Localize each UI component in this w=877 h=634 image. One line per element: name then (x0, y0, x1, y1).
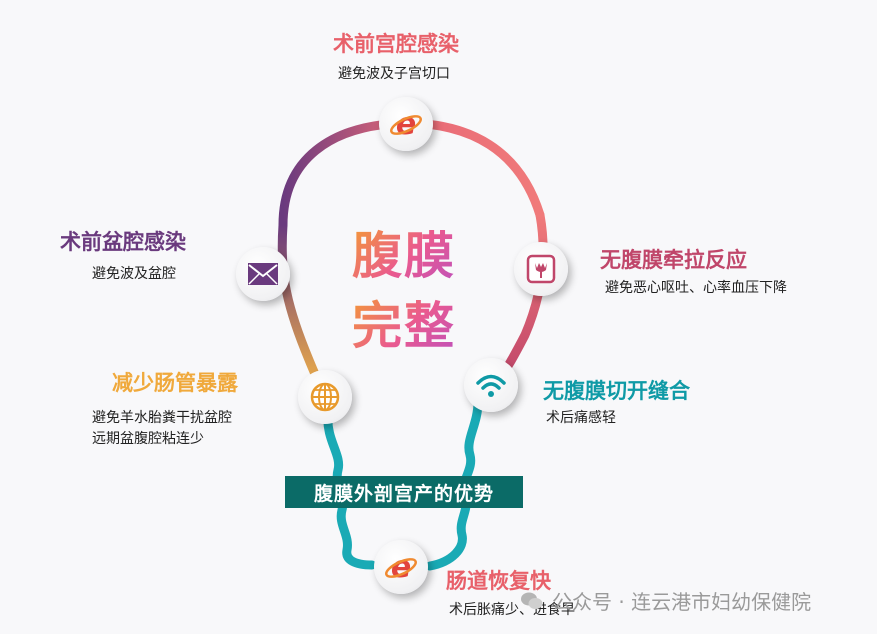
globe-icon (310, 382, 340, 412)
node-right-upper (514, 242, 568, 296)
browser-e-icon: e (385, 550, 417, 584)
item-5-subtitle-line1: 避免羊水胎粪干扰盆腔 (92, 410, 232, 426)
center-title-line1: 腹膜 (344, 216, 464, 288)
center-title-line2: 完整 (344, 286, 464, 358)
node-left-upper (236, 247, 290, 301)
item-2-subtitle: 避免恶心呕吐、心率血压下降 (605, 280, 787, 296)
watermark: 公众号 · 连云港市妇幼保健院 (520, 586, 811, 615)
item-5-subtitle-line2: 远期盆腹腔粘连少 (92, 431, 204, 447)
item-1-subtitle: 避免波及子宫切口 (338, 66, 450, 82)
node-bottom: e (374, 540, 428, 594)
envelope-icon (248, 263, 278, 285)
node-top: e (379, 97, 433, 151)
item-4-subtitle: 术后胀痛少、进食早 (449, 602, 575, 618)
svg-text:e: e (396, 107, 416, 141)
tulip-icon (526, 254, 556, 284)
item-3-title: 无腹膜切开缝合 (543, 379, 690, 403)
item-6-subtitle: 避免波及盆腔 (92, 266, 176, 282)
wifi-icon (476, 374, 506, 397)
advantage-banner: 腹膜外剖宫产的优势 (285, 476, 523, 508)
item-6-title: 术前盆腔感染 (60, 230, 186, 254)
item-2-title: 无腹膜牵拉反应 (600, 248, 747, 272)
item-1-title: 术前宫腔感染 (333, 32, 459, 56)
item-3-subtitle: 术后痛感轻 (546, 410, 616, 426)
watermark-text: 公众号 · 连云港市妇幼保健院 (552, 590, 812, 614)
wechat-icon (521, 592, 543, 609)
item-4-title: 肠道恢复快 (446, 569, 551, 593)
svg-text:e: e (391, 550, 411, 584)
browser-e-icon: e (390, 107, 422, 141)
item-5-title: 减少肠管暴露 (112, 371, 238, 395)
node-right-lower (464, 358, 518, 412)
node-left-lower (298, 370, 352, 424)
